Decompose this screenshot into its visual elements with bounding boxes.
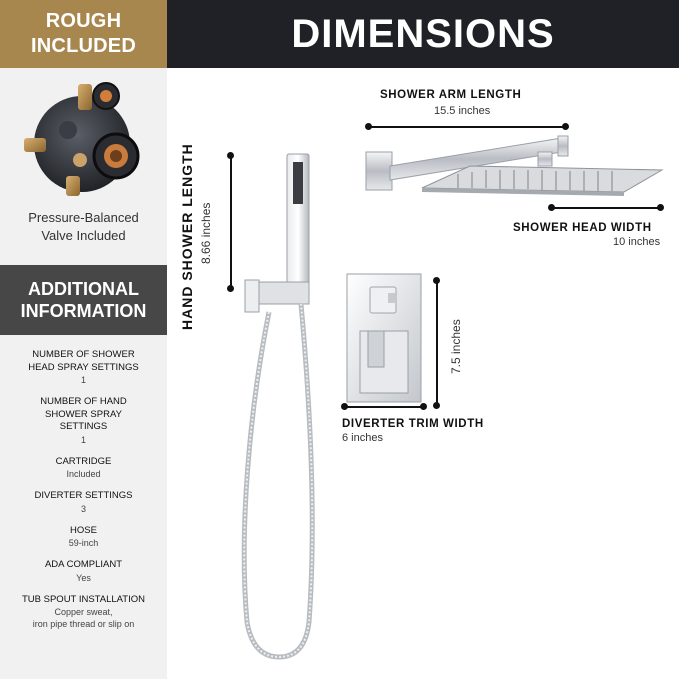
spec-label: NUMBER OF SHOWER xyxy=(32,349,135,360)
shower-arm-label: SHOWER ARM LENGTH xyxy=(380,89,522,101)
valve-caption: Pressure-Balanced Valve Included xyxy=(0,209,167,245)
spec-label: NUMBER OF HAND xyxy=(40,396,127,407)
info-line2: INFORMATION xyxy=(20,301,147,321)
spec-label: HEAD SPRAY SETTINGS xyxy=(28,361,139,373)
dimension-endpoint xyxy=(433,277,440,284)
diverter-width-label: DIVERTER TRIM WIDTH xyxy=(342,418,484,430)
hand-shower-label: HAND SHOWER LENGTH xyxy=(179,143,195,330)
page-title: DIMENSIONS xyxy=(291,11,555,56)
sidebar: ROUGH INCLUDED Pressure-Balanced Valve I… xyxy=(0,0,167,679)
shower-arm-and-head-image xyxy=(365,135,664,196)
dimension-endpoint xyxy=(433,402,440,409)
spec-value: iron pipe thread or slip on xyxy=(32,619,135,629)
spec-label: HOSE xyxy=(70,524,97,536)
valve-caption-line1: Pressure-Balanced xyxy=(28,210,139,225)
spec-label: CARTRIDGE xyxy=(55,455,112,467)
spec-label: ADA COMPLIANT xyxy=(44,559,123,570)
diverter-height-dimension-line xyxy=(436,280,438,406)
hand-shower-value: 8.66 inches xyxy=(199,202,213,264)
badge-line2: INCLUDED xyxy=(31,35,136,57)
spec-item: HOSE 59-inch xyxy=(0,525,167,550)
spec-value: Included xyxy=(66,469,101,479)
spec-label: SETTINGS xyxy=(59,421,108,432)
dimension-endpoint xyxy=(365,123,372,130)
dimensions-diagram: SHOWER ARM LENGTH 15.5 inches S xyxy=(167,68,679,679)
spec-value: Copper sweat, xyxy=(54,607,113,617)
badge-line1: ROUGH xyxy=(45,10,122,32)
rough-valve-image xyxy=(24,82,140,196)
spec-value: Yes xyxy=(76,572,91,583)
spec-item: CARTRIDGE Included xyxy=(0,456,167,481)
spec-item: NUMBER OF HAND SHOWER SPRAY SETTINGS 1 xyxy=(0,396,167,446)
additional-information-header: ADDITIONAL INFORMATION xyxy=(0,265,167,335)
spec-item: TUB SPOUT INSTALLATION Copper sweat, iro… xyxy=(0,594,167,631)
dimension-endpoint xyxy=(227,152,234,159)
shower-head-dimension-line xyxy=(551,207,661,209)
dimension-endpoint xyxy=(548,204,555,211)
dimension-endpoint xyxy=(657,204,664,211)
shower-arm-value: 15.5 inches xyxy=(434,105,491,117)
valve-caption-line2: Valve Included xyxy=(41,228,126,243)
title-bar: DIMENSIONS xyxy=(167,0,679,68)
diverter-height-value: 7.5 inches xyxy=(449,319,463,374)
shower-head-value: 10 inches xyxy=(613,236,661,248)
diverter-trim-image xyxy=(346,273,422,403)
shower-head-label: SHOWER HEAD WIDTH xyxy=(513,222,652,234)
rough-included-badge: ROUGH INCLUDED xyxy=(0,0,167,68)
spec-label: TUB SPOUT INSTALLATION xyxy=(22,593,145,605)
diverter-width-dimension-line xyxy=(344,406,424,408)
spec-value: 1 xyxy=(80,375,86,385)
dimension-endpoint xyxy=(227,285,234,292)
spec-label: SHOWER SPRAY xyxy=(45,408,122,420)
spec-item: NUMBER OF SHOWER HEAD SPRAY SETTINGS 1 xyxy=(0,349,167,386)
spec-value: 59-inch xyxy=(68,538,99,548)
spec-list: NUMBER OF SHOWER HEAD SPRAY SETTINGS 1 N… xyxy=(0,349,167,640)
dimension-endpoint xyxy=(420,403,427,410)
spec-label: DIVERTER SETTINGS xyxy=(34,490,133,501)
hand-shower-dimension-line xyxy=(230,155,232,289)
shower-arm-dimension-line xyxy=(368,126,566,128)
spec-value: 3 xyxy=(80,503,86,514)
spec-value: 1 xyxy=(80,434,86,445)
hand-shower-and-hose-image xyxy=(241,153,315,660)
diverter-width-value: 6 inches xyxy=(342,432,383,444)
spec-item: DIVERTER SETTINGS 3 xyxy=(0,490,167,515)
dimension-endpoint xyxy=(562,123,569,130)
spec-item: ADA COMPLIANT Yes xyxy=(0,559,167,584)
info-line1: ADDITIONAL xyxy=(28,279,139,299)
dimension-endpoint xyxy=(341,403,348,410)
